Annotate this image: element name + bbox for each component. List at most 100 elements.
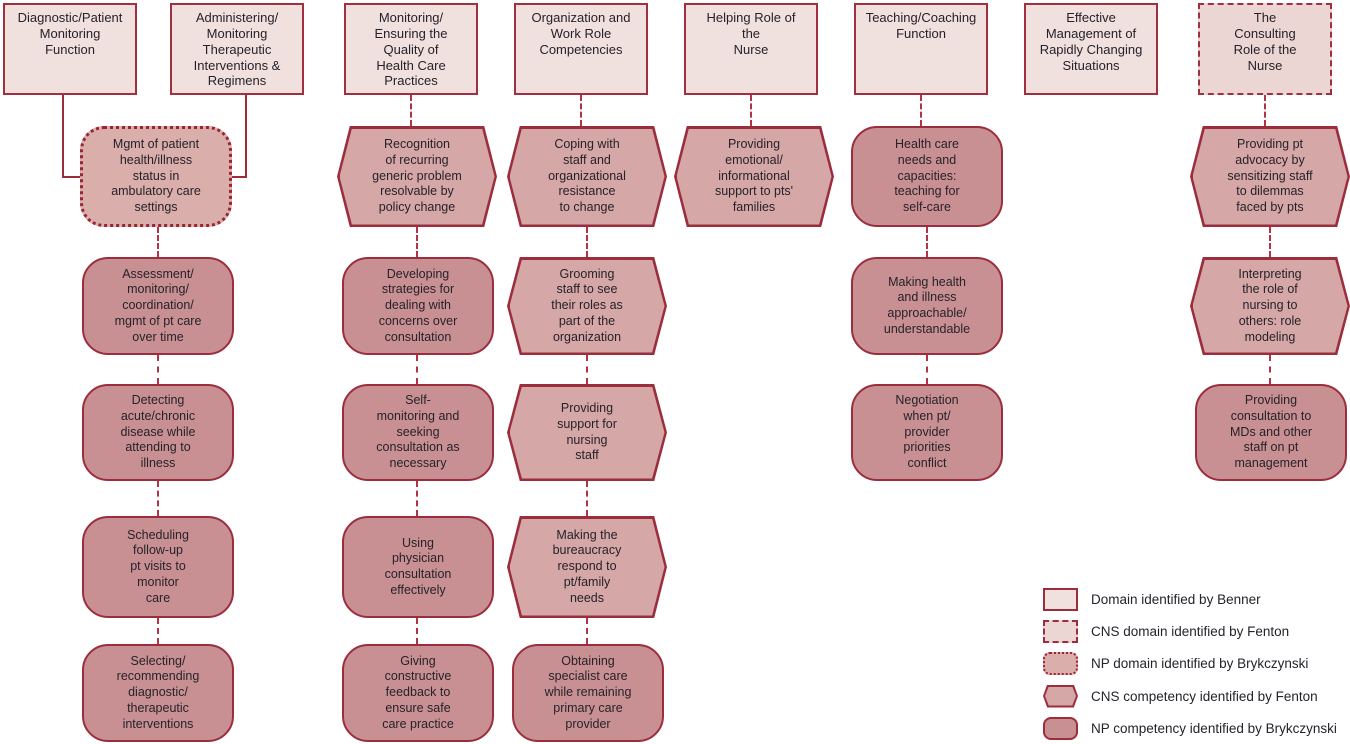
connector-dashed — [157, 481, 159, 516]
connector-dashed — [926, 227, 928, 257]
node-label: Coping with staff and organizational res… — [548, 137, 626, 215]
connector-dashed — [586, 227, 588, 257]
legend-item-cns-competency: CNS competency identified by Fenton — [1043, 683, 1318, 709]
legend-item-np-competency: NP competency identified by Brykczynski — [1043, 715, 1337, 741]
np-competency-constructive-feedback: Giving constructive feedback to ensure s… — [342, 644, 494, 742]
np-competency-teaching-self-care: Health care needs and capacities: teachi… — [851, 126, 1003, 227]
connector-dashed — [750, 95, 752, 126]
legend-swatch-cns-domain — [1043, 619, 1078, 643]
node-label: Providing pt advocacy by sensitizing sta… — [1227, 137, 1313, 215]
domain-box-label: Teaching/Coaching Function — [865, 10, 977, 41]
node-label: Making health and illness approachable/ … — [883, 274, 971, 336]
node-label: Giving constructive feedback to ensure s… — [382, 653, 454, 731]
node-label: Assessment/ monitoring/ coordination/ mg… — [114, 266, 202, 344]
legend-item-np-domain: NP domain identified by Brykczynski — [1043, 650, 1308, 676]
legend-label: NP domain identified by Brykczynski — [1091, 655, 1309, 671]
np-competency-developing-strategies: Developing strategies for dealing with c… — [342, 257, 494, 355]
domain-box-consulting-role: The Consulting Role of the Nurse — [1198, 3, 1332, 95]
node-label: Mgmt of patient health/illness status in… — [111, 137, 201, 215]
domain-box-diagnostic-patient-monitoring: Diagnostic/Patient Monitoring Function — [3, 3, 137, 95]
legend-swatch-np-domain — [1043, 651, 1078, 675]
domain-box-label: Diagnostic/Patient Monitoring Function — [17, 10, 123, 57]
node-label: Health care needs and capacities: teachi… — [894, 137, 960, 215]
np-competency-assessment-monitoring: Assessment/ monitoring/ coordination/ mg… — [82, 257, 234, 355]
node-label: Selecting/ recommending diagnostic/ ther… — [116, 653, 200, 731]
np-competency-selecting-interventions: Selecting/ recommending diagnostic/ ther… — [82, 644, 234, 742]
node-label: Interpreting the role of nursing to othe… — [1238, 266, 1302, 344]
cns-competency-pt-advocacy: Providing pt advocacy by sensitizing sta… — [1190, 126, 1350, 227]
node-label: Making the bureaucracy respond to pt/fam… — [552, 527, 622, 605]
np-competency-obtaining-specialist-care: Obtaining specialist care while remainin… — [512, 644, 664, 742]
domain-box-effective-management: Effective Management of Rapidly Changing… — [1024, 3, 1158, 95]
domain-box-label: Helping Role of the Nurse — [706, 10, 796, 57]
connector-dashed — [926, 355, 928, 384]
np-competency-detecting-disease: Detecting acute/chronic disease while at… — [82, 384, 234, 481]
node-label: Negotiation when pt/ provider priorities… — [895, 393, 959, 471]
node-label: Recognition of recurring generic problem… — [372, 137, 462, 215]
node-label: Developing strategies for dealing with c… — [378, 266, 458, 344]
legend-label: CNS domain identified by Fenton — [1091, 623, 1290, 639]
connector-dashed — [416, 355, 418, 384]
connector-dashed — [416, 618, 418, 644]
np-competency-negotiation-priorities: Negotiation when pt/ provider priorities… — [851, 384, 1003, 481]
domain-box-label: Administering/ Monitoring Therapeutic In… — [193, 10, 281, 89]
cns-competency-bureaucracy-respond: Making the bureaucracy respond to pt/fam… — [507, 516, 667, 618]
connector-solid-col2-vertical — [245, 95, 247, 178]
domain-box-organization-work-role: Organization and Work Role Competencies — [514, 3, 648, 95]
node-label: Grooming staff to see their roles as par… — [551, 266, 623, 344]
legend-item-benner-domain: Domain identified by Benner — [1043, 586, 1261, 612]
connector-dashed — [1269, 355, 1271, 384]
legend-label: CNS competency identified by Fenton — [1091, 688, 1318, 704]
connector-dashed — [580, 95, 582, 126]
domain-box-monitoring-quality: Monitoring/ Ensuring the Quality of Heal… — [344, 3, 478, 95]
domain-box-teaching-coaching: Teaching/Coaching Function — [854, 3, 988, 95]
domain-box-label: Monitoring/ Ensuring the Quality of Heal… — [374, 10, 448, 89]
cns-competency-interpreting-role: Interpreting the role of nursing to othe… — [1190, 257, 1350, 355]
np-competency-physician-consultation: Using physician consultation effectively — [342, 516, 494, 618]
connector-dashed — [416, 481, 418, 516]
node-label: Scheduling follow-up pt visits to monito… — [127, 527, 189, 605]
connector-dashed — [416, 227, 418, 257]
np-domain-mgmt-ambulatory-care: Mgmt of patient health/illness status in… — [80, 126, 232, 227]
node-label: Obtaining specialist care while remainin… — [544, 653, 632, 731]
cns-competency-coping-resistance: Coping with staff and organizational res… — [507, 126, 667, 227]
connector-dashed — [157, 355, 159, 384]
np-competency-scheduling-followup: Scheduling follow-up pt visits to monito… — [82, 516, 234, 618]
domain-box-label: The Consulting Role of the Nurse — [1233, 10, 1297, 73]
node-label: Providing emotional/ informational suppo… — [714, 137, 794, 215]
np-competency-self-monitoring: Self- monitoring and seeking consultatio… — [342, 384, 494, 481]
node-label: Self- monitoring and seeking consultatio… — [376, 393, 460, 471]
legend-item-cns-domain: CNS domain identified by Fenton — [1043, 618, 1289, 644]
connector-dashed — [920, 95, 922, 126]
legend-swatch-np-competency — [1043, 716, 1078, 740]
connector-dashed — [586, 618, 588, 644]
connector-dashed — [410, 95, 412, 126]
np-competency-consultation-to-mds: Providing consultation to MDs and other … — [1195, 384, 1347, 481]
cns-competency-grooming-staff: Grooming staff to see their roles as par… — [507, 257, 667, 355]
domain-box-helping-role: Helping Role of the Nurse — [684, 3, 818, 95]
connector-solid-col1-horizontal — [62, 176, 80, 178]
node-label: Using physician consultation effectively — [384, 535, 452, 597]
node-label: Providing support for nursing staff — [557, 401, 617, 463]
connector-solid-col2-horizontal — [232, 176, 247, 178]
connector-dashed — [586, 355, 588, 384]
connector-dashed — [157, 618, 159, 644]
connector-dashed — [1264, 95, 1266, 126]
domain-box-administering-monitoring: Administering/ Monitoring Therapeutic In… — [170, 3, 304, 95]
connector-solid-col1-vertical — [62, 95, 64, 178]
domain-box-label: Organization and Work Role Competencies — [531, 10, 631, 57]
np-competency-health-approachable: Making health and illness approachable/ … — [851, 257, 1003, 355]
cns-competency-support-nursing-staff: Providing support for nursing staff — [507, 384, 667, 481]
legend-swatch-cns-competency — [1043, 684, 1078, 708]
node-label: Providing consultation to MDs and other … — [1230, 393, 1312, 471]
domain-box-label: Effective Management of Rapidly Changing… — [1039, 10, 1143, 73]
legend-label: NP competency identified by Brykczynski — [1091, 720, 1337, 736]
legend-swatch-benner-domain — [1043, 587, 1078, 611]
node-label: Detecting acute/chronic disease while at… — [120, 393, 196, 471]
cns-competency-emotional-support: Providing emotional/ informational suppo… — [674, 126, 834, 227]
connector-dashed — [1269, 227, 1271, 257]
cns-competency-recognition-problem: Recognition of recurring generic problem… — [337, 126, 497, 227]
legend-label: Domain identified by Benner — [1091, 591, 1261, 607]
connector-dashed — [157, 227, 159, 257]
